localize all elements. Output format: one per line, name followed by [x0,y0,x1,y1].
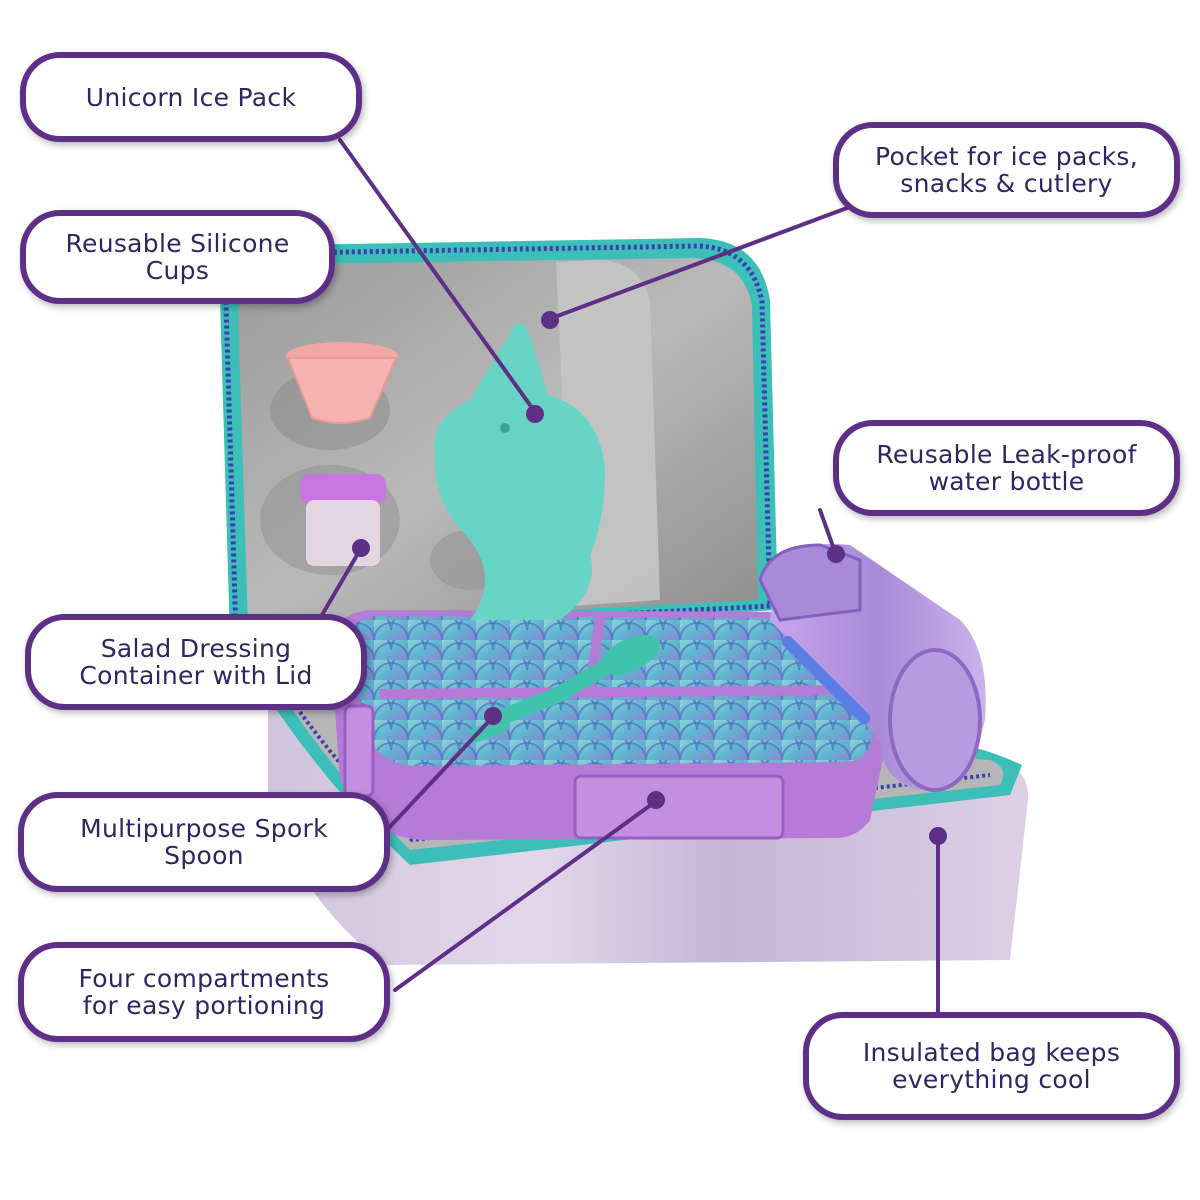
marker-ice-pack [526,405,544,423]
callout-dressing-line2: Container with Lid [79,661,313,690]
marker-spork [484,707,502,725]
callout-insulated-bag-line2: everything cool [892,1065,1091,1094]
callout-compartments: Four compartments for easy portioning [18,942,390,1042]
marker-dressing [352,539,370,557]
callout-silicone-cups-line1: Reusable Silicone [65,229,290,258]
callout-dressing-container: Salad Dressing Container with Lid [25,614,367,710]
callout-insulated-bag: Insulated bag keeps everything cool [803,1012,1180,1120]
silicone-cup [286,342,398,424]
callout-water-bottle: Reusable Leak-proof water bottle [833,420,1180,516]
unicorn-ice-pack [434,322,605,620]
callout-pocket-line1: Pocket for ice packs, [875,142,1138,171]
callout-water-bottle-line2: water bottle [928,467,1085,496]
callout-insulated-bag-line1: Insulated bag keeps [862,1038,1121,1067]
marker-pocket [541,311,559,329]
leader-spork [383,716,494,834]
marker-compartments [647,791,665,809]
callout-compartments-line2: for easy portioning [82,991,326,1020]
leader-ice-pack [338,138,537,414]
callout-silicone-cups-line2: Cups [145,256,210,285]
leader-compartments [393,800,657,992]
callout-silicone-cups: Reusable Silicone Cups [20,210,335,304]
callout-spork-line1: Multipurpose Spork [80,814,328,843]
callout-ice-pack-line1: Unicorn Ice Pack [85,82,297,112]
callout-pocket: Pocket for ice packs, snacks & cutlery [833,122,1180,218]
dressing-container [300,474,386,566]
water-bottle [758,543,986,792]
callout-spork: Multipurpose Spork Spoon [18,792,390,892]
callout-spork-line2: Spoon [164,841,244,870]
callout-water-bottle-line1: Reusable Leak-proof [876,440,1137,469]
leader-lines [320,138,947,1014]
leader-pocket [550,203,857,320]
callout-ice-pack: Unicorn Ice Pack [20,52,362,142]
callout-pocket-line2: snacks & cutlery [900,169,1113,198]
callout-compartments-line1: Four compartments [78,964,330,993]
leader-water-bottle [818,508,837,554]
marker-insulated-bag [929,827,947,845]
callout-dressing-line1: Salad Dressing [100,634,292,663]
leader-dressing [320,548,362,617]
marker-water-bottle [827,545,845,563]
